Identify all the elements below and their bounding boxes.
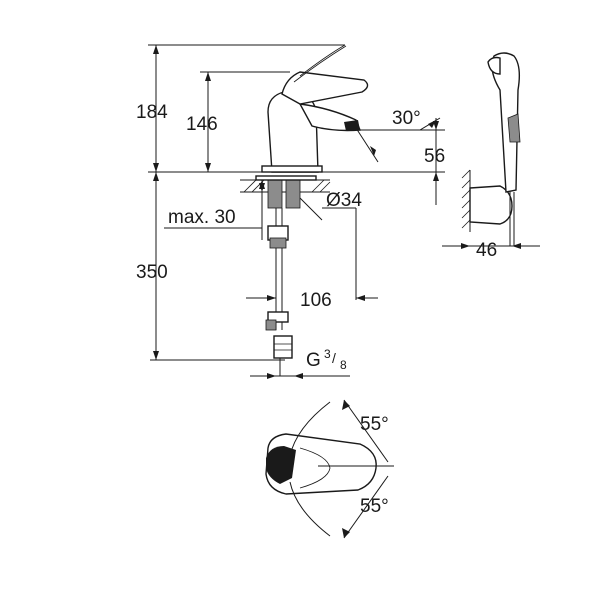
faucet-top-view bbox=[265, 399, 394, 539]
faucet-side-view bbox=[261, 44, 369, 173]
dimension-46 bbox=[442, 243, 540, 249]
max-thickness-label: max. 30 bbox=[168, 207, 236, 228]
handle-angle-top-label: 55° bbox=[360, 414, 389, 435]
dimension-106 bbox=[246, 295, 378, 301]
dimension-350 bbox=[153, 172, 159, 360]
countertop-section bbox=[240, 175, 331, 209]
hose-length-label: 350 bbox=[136, 262, 168, 283]
spout-projection-label: 106 bbox=[300, 290, 332, 311]
connection-sub: 8 bbox=[340, 358, 347, 372]
spout-angle-label: 30° bbox=[392, 108, 421, 129]
connection-sup: 3 bbox=[324, 347, 331, 361]
dimension-56 bbox=[384, 118, 445, 205]
supply-hoses bbox=[265, 208, 293, 376]
connection-leader bbox=[250, 373, 350, 379]
hole-diameter-label: Ø34 bbox=[326, 190, 362, 211]
connection-base: G bbox=[306, 350, 321, 371]
total-height-label: 184 bbox=[136, 102, 168, 123]
spout-height-label: 146 bbox=[186, 114, 218, 135]
dimension-146 bbox=[205, 72, 211, 172]
diameter-leader bbox=[299, 197, 357, 300]
hand-shower-holder bbox=[461, 52, 521, 246]
spout-reach-height-label: 56 bbox=[424, 146, 445, 167]
thickness-leader bbox=[164, 180, 265, 240]
dimension-184 bbox=[153, 45, 159, 172]
holder-depth-label: 46 bbox=[476, 240, 497, 261]
svg-text:/: / bbox=[332, 350, 336, 366]
connection-thread-label: G 3 / 8 bbox=[306, 347, 347, 372]
handle-angle-bottom-label: 55° bbox=[360, 496, 389, 517]
